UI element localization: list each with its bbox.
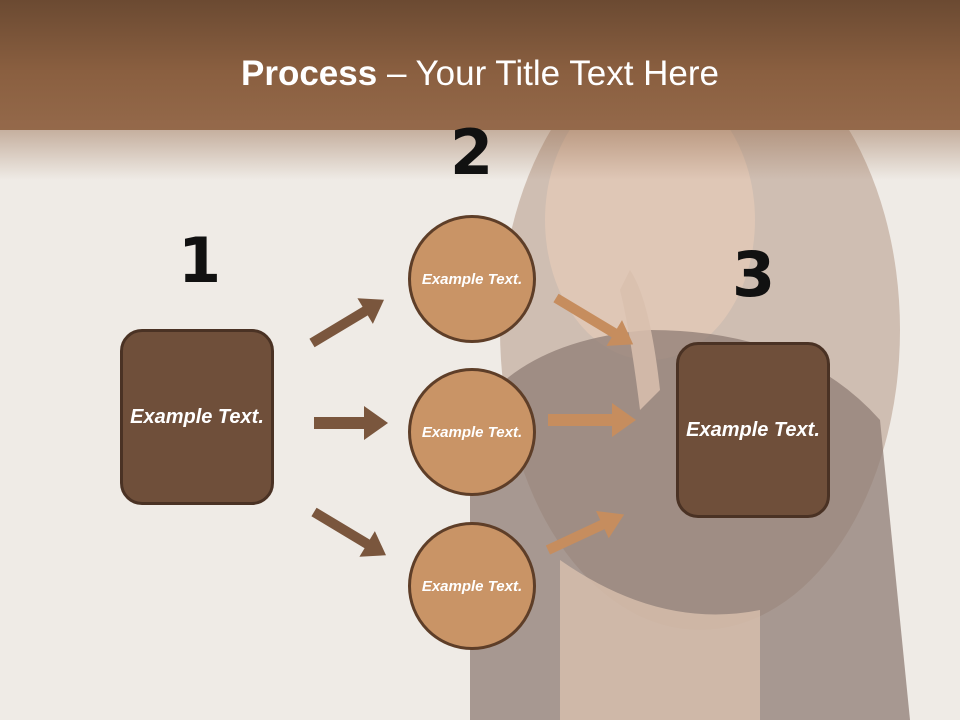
title-bar bbox=[0, 0, 960, 130]
arrow-circle-3-to-right bbox=[545, 511, 625, 555]
circle-1-text: Example Text. bbox=[421, 270, 523, 288]
arrow-left-to-circle-1 bbox=[309, 298, 385, 348]
step-number-1: 1 bbox=[178, 224, 222, 297]
circle-3: Example Text. bbox=[408, 522, 536, 650]
left-box-text: Example Text. bbox=[130, 405, 264, 428]
slide-title: Process – Your Title Text Here bbox=[0, 52, 960, 96]
circle-1: Example Text. bbox=[408, 215, 536, 343]
circle-2: Example Text. bbox=[408, 368, 536, 496]
step-number-2: 2 bbox=[450, 116, 494, 189]
right-box: Example Text. bbox=[676, 342, 830, 518]
step-number-3: 3 bbox=[732, 238, 776, 311]
title-bar-fade bbox=[0, 120, 960, 180]
arrow-left-to-circle-2 bbox=[314, 406, 388, 440]
arrow-circle-2-to-right bbox=[548, 403, 636, 437]
title-bold: Process bbox=[241, 54, 378, 93]
left-box: Example Text. bbox=[120, 329, 274, 505]
right-box-text: Example Text. bbox=[686, 418, 820, 441]
circle-3-text: Example Text. bbox=[421, 577, 523, 595]
arrow-circle-1-to-right bbox=[553, 293, 634, 346]
circle-2-text: Example Text. bbox=[421, 423, 523, 441]
arrow-left-to-circle-3 bbox=[311, 507, 387, 557]
title-rest: – Your Title Text Here bbox=[377, 54, 719, 93]
